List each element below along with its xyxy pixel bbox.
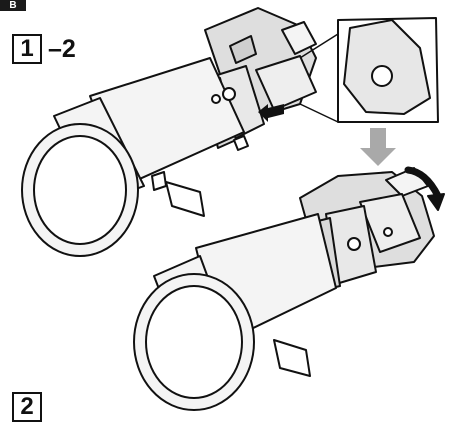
top-lens-camera-assembly xyxy=(21,7,317,257)
down-arrow-icon xyxy=(360,128,396,166)
step-1-label: 1 –2 xyxy=(12,34,76,64)
step-2-label: 2 xyxy=(12,392,42,422)
step-1-number-box: 1 xyxy=(12,34,42,64)
bottom-lens-camera-assembly xyxy=(133,167,435,411)
top-mount-closeup-inset xyxy=(299,17,439,123)
rotate-arrow-icon xyxy=(404,166,445,211)
step-2-number-box: 2 xyxy=(12,392,42,422)
corner-tab: B xyxy=(0,0,26,11)
step-1-suffix: –2 xyxy=(48,34,76,63)
small-arrow-icon xyxy=(258,104,284,122)
